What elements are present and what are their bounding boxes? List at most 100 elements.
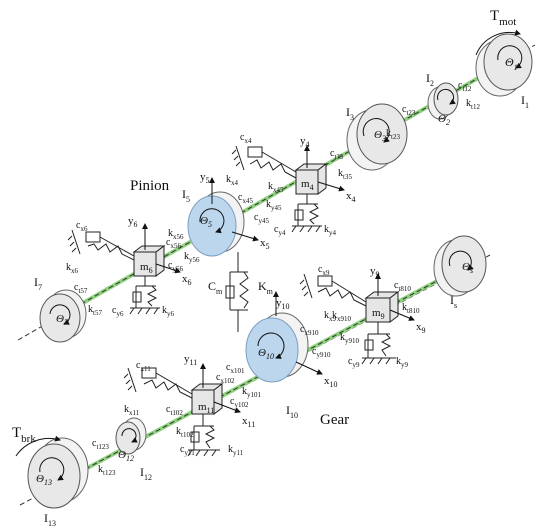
label-x6: x6: [182, 273, 192, 287]
label-cx101-subscript: x101: [230, 367, 245, 375]
label-cy11-main: c: [180, 444, 185, 455]
label-kt102-main: k: [176, 426, 181, 437]
label-th3: Θ3: [374, 129, 386, 143]
theta3-arrow: [362, 118, 390, 143]
label-x9: x9: [416, 321, 426, 335]
theta2-arrow: [437, 88, 456, 105]
label-x5: x5: [260, 237, 270, 251]
label-y6-subscript: 6: [134, 220, 138, 229]
label-kt23: kt23: [386, 128, 400, 141]
label-kx11-subscript: x11: [129, 409, 140, 417]
label-ky910-subscript: y910: [345, 337, 360, 345]
x4-axis: [317, 181, 345, 192]
label-t_brk-subscript: brk: [21, 433, 36, 445]
label-cx11-main: c: [136, 360, 141, 371]
label-kx56-subscript: x56: [173, 233, 184, 241]
label-cy6-main: c: [112, 305, 117, 316]
label-cx45: cx45: [238, 192, 253, 205]
label-cx101: cx101: [226, 362, 245, 375]
label-ky4: ky4: [324, 224, 337, 237]
inertia-disk-I12: [115, 417, 147, 455]
label-y5-main: y: [200, 171, 206, 183]
label-ct35: ct35: [330, 148, 344, 161]
label-ths: Θs: [462, 261, 473, 275]
label-t_mot: Tmot: [490, 8, 516, 28]
label-i13: I13: [44, 511, 56, 528]
label-kt35: kt35: [338, 168, 352, 181]
mass-block-m6: [132, 245, 166, 277]
label-i10: I10: [286, 403, 298, 420]
label-kt123-main: k: [98, 464, 103, 475]
x11-axis: [213, 401, 241, 414]
label-ct123-subscript: t123: [96, 443, 109, 451]
label-cy11: cy11: [180, 444, 195, 457]
theta12-arrow: [121, 428, 138, 443]
label-y6: y6: [128, 215, 138, 229]
x5-axis: [231, 231, 259, 242]
label-kx9-subscript: x9: [329, 315, 337, 323]
label-y5: y5: [200, 171, 210, 185]
label-cy45-main: c: [254, 212, 259, 223]
label-ct57-subscript: t57: [78, 287, 87, 295]
label-i1: I1: [521, 93, 529, 110]
inertia-disk-Is: [433, 235, 487, 297]
label-kt57-subscript: t57: [93, 309, 102, 317]
label-th2-subscript: 2: [446, 118, 450, 127]
label-th13-subscript: 13: [44, 478, 52, 487]
label-th2: Θ2: [438, 113, 450, 127]
label-i13-subscript: 13: [48, 519, 56, 528]
label-kt12: kt12: [466, 98, 480, 111]
label-y10: y10: [276, 297, 290, 311]
label-ky56-main: k: [184, 251, 189, 262]
label-cy45: cy45: [254, 212, 269, 225]
label-x10: x10: [324, 375, 338, 389]
label-x6-main: x: [182, 273, 188, 285]
label-kt102-subscript: t102: [181, 431, 194, 439]
label-ct23-main: c: [402, 104, 407, 115]
label-cy56: cy56: [168, 260, 183, 273]
label-ky101-main: k: [242, 386, 247, 397]
label-kx910-main: k: [332, 310, 337, 321]
label-ky4-subscript: y4: [329, 229, 337, 237]
label-pinion-main: Pinion: [130, 178, 170, 194]
label-cy6-subscript: y6: [116, 310, 124, 318]
label-m4: m4: [301, 178, 314, 192]
label-th13: Θ13: [36, 473, 52, 487]
label-gear-main: Gear: [320, 412, 349, 428]
label-i12-main: I: [140, 465, 144, 479]
label-kt23-main: k: [386, 128, 391, 139]
label-ct35-main: c: [330, 148, 335, 159]
label-kx9-main: k: [324, 310, 329, 321]
label-kx9: kx9: [324, 310, 337, 323]
label-th10-main: Θ: [258, 347, 266, 359]
label-is: Is: [450, 293, 457, 310]
brake-torque-arrow: [15, 435, 61, 457]
label-i2-main: I: [426, 71, 430, 85]
theta1-arrow: [497, 45, 523, 69]
label-th5-main: Θ: [200, 215, 208, 227]
label-th1-subscript: 1: [514, 63, 518, 72]
label-cy910: cy910: [312, 346, 331, 359]
label-cx56: cx56: [166, 237, 181, 250]
upper-shaft-dash: [59, 59, 511, 317]
label-i5-main: I: [182, 187, 186, 201]
label-ky56-subscript: y56: [189, 256, 200, 264]
label-x4: x4: [346, 190, 356, 204]
label-cy102-main: c: [230, 396, 235, 407]
label-i10-main: I: [286, 403, 290, 417]
label-x11-main: x: [242, 415, 248, 427]
label-cy11-subscript: y11: [184, 449, 195, 457]
label-ct23: ct23: [402, 104, 416, 117]
label-cx4-subscript: x4: [244, 137, 252, 145]
label-cy910-main: c: [312, 346, 317, 357]
label-th12: Θ12: [118, 449, 134, 463]
label-ky6-subscript: y6: [167, 310, 175, 318]
label-x11-subscript: 11: [248, 420, 256, 429]
label-m11-subscript: 11: [207, 406, 215, 415]
label-cy56-main: c: [168, 260, 173, 271]
label-i10-subscript: 10: [290, 411, 298, 420]
label-ky56: ky56: [184, 251, 200, 264]
x9-axis: [389, 309, 415, 321]
spring-damper-y4: [291, 194, 322, 233]
label-kx6-main: k: [66, 262, 71, 273]
